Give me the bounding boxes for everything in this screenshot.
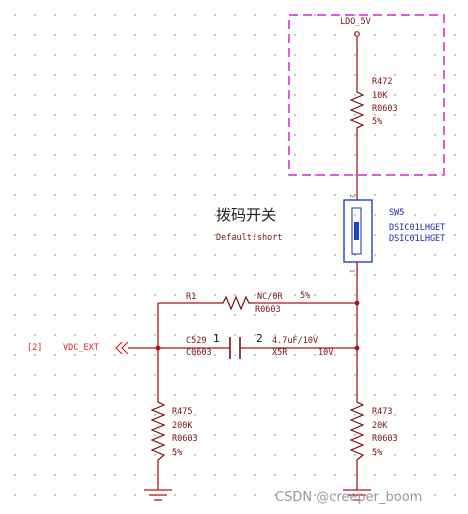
resistor-r473[interactable]: R473 20K R0603 5% <box>349 398 398 466</box>
r473-package: R0603 <box>372 434 398 444</box>
sw5-part-2: DSIC01LHGET <box>389 234 445 244</box>
capacitor-c529[interactable]: C529 C0603 1 2 4.7uF/10V X5R 10V <box>186 332 333 359</box>
junction-dot <box>354 300 360 306</box>
r475-tolerance: 5% <box>172 448 182 458</box>
r1-package: R0603 <box>255 305 281 315</box>
c529-value: 4.7uF/10V <box>272 336 318 346</box>
c529-pin-1: 1 <box>213 332 220 345</box>
r473-tolerance: 5% <box>372 448 382 458</box>
ground-icon <box>144 489 172 501</box>
r1-value: NC/0R <box>257 292 283 302</box>
c529-voltage: 10V <box>318 348 333 358</box>
sw5-part-1: DSIC01LHGET <box>389 223 445 233</box>
r472-tolerance: 5% <box>372 117 382 127</box>
r1-ref: R1 <box>186 292 196 302</box>
offsheet-connector-icon <box>115 341 129 355</box>
offsheet-vdc-ext[interactable]: [2] VDC_EXT <box>27 341 129 355</box>
resistor-icon <box>150 398 166 466</box>
sw5-pin-bottom: 1 <box>348 269 356 273</box>
switch-sw5[interactable]: 2 1 SW5 DSIC01LHGET DSIC01LHGET 拨码开关 Def… <box>216 194 445 273</box>
sw5-ref: SW5 <box>389 208 404 218</box>
r473-ref: R473 <box>372 407 392 417</box>
r1-tolerance: 5% <box>300 291 310 301</box>
c529-pin-2: 2 <box>256 332 263 345</box>
ground-icon <box>343 489 371 501</box>
wires <box>128 37 358 490</box>
junction-dots <box>155 300 360 351</box>
junction-dot <box>354 345 360 351</box>
resistor-icon <box>220 295 252 311</box>
resistor-r1[interactable]: R1 NC/0R 5% R0603 <box>186 291 310 315</box>
power-port-ldo-5v: LDO_5V <box>340 17 371 37</box>
r475-value: 200K <box>172 421 193 431</box>
resistor-icon <box>349 88 365 132</box>
dip-switch-icon <box>343 199 373 263</box>
r472-package: R0603 <box>372 104 398 114</box>
r475-package: R0603 <box>172 434 198 444</box>
power-port-circle-icon <box>354 31 360 37</box>
offsheet-sheet-ref: [2] <box>27 343 42 353</box>
dip-switch-slot <box>351 207 362 255</box>
watermark-text: CSDN @creeper_boom <box>275 490 422 505</box>
power-net-label: LDO_5V <box>340 17 371 27</box>
resistor-r472[interactable]: R472 10K R0603 5% <box>349 77 398 132</box>
resistor-icon <box>349 398 365 466</box>
power-region-box <box>288 14 445 176</box>
sw5-default-state: Default:short <box>216 233 283 243</box>
r475-ref: R475 <box>172 407 192 417</box>
junction-dot <box>155 345 161 351</box>
dip-switch-knob <box>354 222 359 240</box>
r472-value: 10K <box>372 91 388 101</box>
r473-value: 20K <box>372 421 388 431</box>
resistor-r475[interactable]: R475 200K R0603 5% <box>150 398 198 466</box>
c529-dielectric: X5R <box>272 348 288 358</box>
offsheet-net-label: VDC_EXT <box>63 343 99 353</box>
sw5-chinese-label: 拨码开关 <box>216 206 276 224</box>
sw5-pin-top: 2 <box>348 194 356 198</box>
c529-ref: C529 <box>186 336 206 346</box>
r472-ref: R472 <box>372 77 392 87</box>
c529-package: C0603 <box>186 348 212 358</box>
